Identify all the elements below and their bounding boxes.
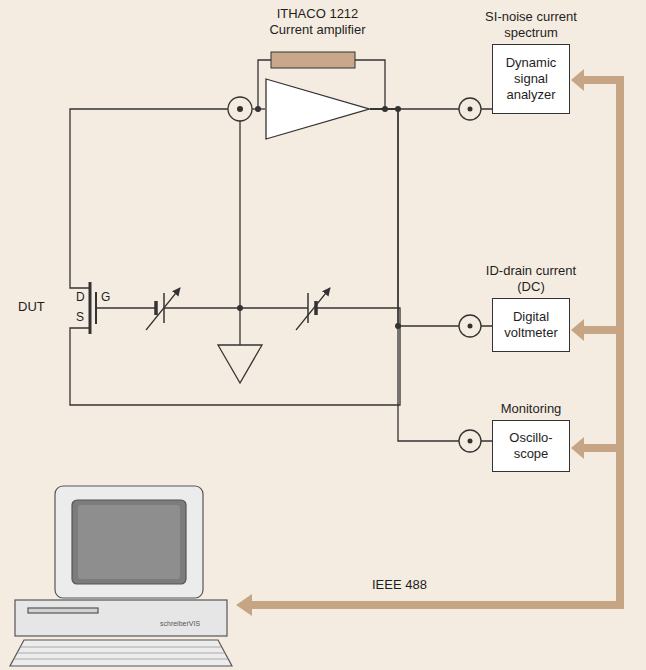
signal-wire	[370, 109, 492, 326]
variable-voltage-source	[146, 288, 330, 330]
computer-illustration	[15, 600, 227, 636]
gpib-bus	[571, 437, 584, 459]
feedback-resistor	[271, 52, 355, 68]
box-text: Dynamic signal analyzer	[497, 55, 565, 104]
transistor-symbol	[89, 282, 92, 334]
gpib-bus	[236, 69, 624, 616]
circuit-wire	[70, 60, 400, 405]
gpib-bus	[571, 319, 584, 341]
box-text: Oscillo-scope	[497, 430, 565, 463]
bus-label: IEEE 488	[372, 578, 427, 593]
computer-illustration	[72, 500, 186, 584]
pin-label: S	[76, 311, 84, 325]
coax-connector	[459, 430, 481, 452]
circuit-wire	[96, 307, 156, 308]
computer-illustration	[78, 505, 180, 579]
ground-symbol	[218, 345, 262, 383]
amplifier-triangle-outline	[266, 79, 369, 139]
ground-symbol	[218, 345, 262, 383]
instrument-box: ID-drain current (DC)Digital voltmeter	[492, 298, 570, 352]
junction-dot	[237, 106, 243, 112]
device-label: DUT	[18, 300, 45, 315]
circuit-wire	[355, 60, 385, 109]
transistor-symbol	[90, 282, 96, 334]
junction-dot	[255, 106, 261, 112]
instrument-box: MonitoringOscillo-scope	[492, 420, 570, 472]
circuit-wire	[239, 121, 240, 345]
amplifier-outline	[265, 78, 370, 140]
computer-illustration	[55, 486, 203, 598]
computer-illustration	[10, 640, 232, 666]
coax-connector	[459, 315, 481, 337]
amplifier-triangle: ITHACO 1212 Current amplifier	[265, 78, 370, 140]
signal-wire	[370, 109, 492, 441]
pin-label: D	[76, 291, 85, 305]
junction-dot	[382, 106, 388, 112]
variable-voltage-source	[146, 288, 180, 330]
variable-voltage-source	[154, 301, 158, 315]
transistor-symbol	[95, 292, 97, 324]
gpib-bus	[582, 76, 622, 84]
box-text: Digital voltmeter	[497, 309, 565, 342]
gpib-bus	[250, 601, 624, 609]
node-heading: ID-drain current (DC)	[471, 263, 591, 296]
gpib-bus	[582, 326, 622, 334]
pin-label: G	[101, 291, 110, 305]
circuit-wire	[240, 307, 308, 308]
node-heading: SI-noise current spectrum	[471, 9, 591, 42]
circuit-wire	[70, 308, 400, 405]
instrument-box: SI-noise current spectrumDynamic signal …	[492, 44, 570, 114]
variable-voltage-source	[296, 288, 330, 330]
feedback-resistor	[271, 52, 355, 68]
computer-illustration	[10, 486, 232, 666]
node-heading: ITHACO 1212 Current amplifier	[258, 6, 378, 39]
gpib-bus	[571, 69, 584, 91]
computer-illustration	[14, 647, 228, 659]
junction-dot	[395, 106, 401, 112]
circuit-wire	[164, 307, 240, 308]
coax-connector	[228, 97, 252, 121]
node-heading: Monitoring	[471, 401, 591, 417]
variable-voltage-source	[307, 293, 309, 323]
gpib-bus	[236, 594, 252, 616]
junction-dot	[468, 107, 473, 112]
coax-connector	[228, 97, 481, 452]
junction-dot	[395, 323, 401, 329]
junction-dot	[468, 439, 473, 444]
coax-connector	[459, 98, 481, 120]
junction-dot	[468, 324, 473, 329]
junction-dot	[237, 305, 243, 311]
gpib-bus	[616, 76, 624, 609]
junction-dot	[237, 106, 473, 444]
signature-watermark: schreiberVIS	[160, 620, 200, 628]
computer-illustration	[28, 608, 98, 613]
circuit-wire	[70, 109, 228, 288]
gpib-bus	[582, 444, 622, 452]
